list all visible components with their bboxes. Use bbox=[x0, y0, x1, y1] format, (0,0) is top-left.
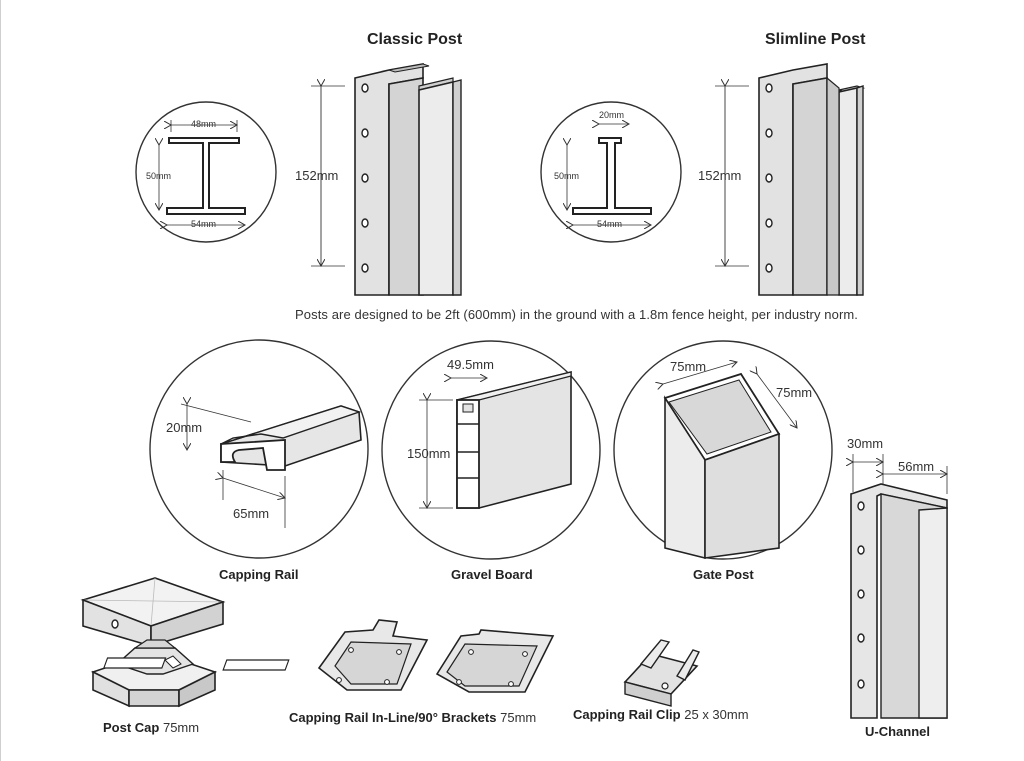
u-channel-width-a-dim: 30mm bbox=[847, 436, 884, 451]
classic-flange-top-dim: 48mm bbox=[191, 119, 217, 129]
rail-clip-caption: Capping Rail Clip 25 x 30mm bbox=[573, 707, 749, 723]
gate-post-label: Gate Post bbox=[693, 567, 754, 582]
u-channel-width-b-dim: 56mm bbox=[898, 459, 935, 474]
gravel-board-thickness-dim: 49.5mm bbox=[447, 357, 494, 372]
classic-post-drawing bbox=[311, 63, 462, 296]
post-cap-size: 75mm bbox=[162, 720, 200, 735]
slimline-web-height-dim: 50mm bbox=[554, 171, 580, 181]
classic-flange-bottom-dim: 54mm bbox=[191, 219, 217, 229]
slimline-post-cross-section bbox=[540, 101, 682, 243]
capping-rail-width-dim: 65mm bbox=[233, 506, 270, 521]
gravel-board-height-dim: 150mm bbox=[407, 446, 451, 461]
slimline-post-drawing bbox=[715, 63, 866, 296]
slimline-post-title: Slimline Post bbox=[765, 31, 866, 48]
capping-rail-drawing bbox=[149, 339, 369, 559]
post-cap-caption: Post Cap 75mm bbox=[103, 720, 199, 736]
capping-rail-height-dim: 20mm bbox=[166, 420, 203, 435]
brackets-caption: Capping Rail In-Line/90° Brackets 75mm bbox=[289, 710, 536, 726]
slimline-flange-top-dim: 20mm bbox=[599, 110, 625, 120]
rail-clip-label: Capping Rail Clip bbox=[573, 707, 681, 722]
capping-rail-label: Capping Rail bbox=[219, 567, 299, 582]
classic-post-title: Classic Post bbox=[367, 31, 463, 48]
u-channel-drawing bbox=[851, 454, 947, 719]
brackets-drawing bbox=[103, 619, 555, 693]
rail-clip-drawing bbox=[623, 639, 700, 707]
classic-height-dim: 152mm bbox=[295, 168, 339, 183]
gate-post-width-a-dim: 75mm bbox=[670, 359, 707, 374]
u-channel-label: U-Channel bbox=[865, 724, 930, 739]
rail-clip-size: 25 x 30mm bbox=[684, 707, 749, 722]
gravel-board-drawing bbox=[381, 340, 601, 560]
slimline-height-dim: 152mm bbox=[698, 168, 742, 183]
gate-post-drawing bbox=[613, 340, 833, 560]
classic-post-cross-section bbox=[135, 101, 277, 243]
posts-note: Posts are designed to be 2ft (600mm) in … bbox=[295, 307, 859, 322]
gate-post-width-b-dim: 75mm bbox=[776, 385, 813, 400]
brackets-label: Capping Rail In-Line/90° Brackets bbox=[289, 710, 497, 725]
post-cap-drawing bbox=[80, 577, 226, 708]
classic-web-height-dim: 50mm bbox=[146, 171, 172, 181]
brackets-size: 75mm bbox=[500, 710, 537, 725]
slimline-flange-bottom-dim: 54mm bbox=[597, 219, 623, 229]
post-cap-label: Post Cap bbox=[103, 720, 160, 735]
gravel-board-label: Gravel Board bbox=[451, 567, 533, 582]
